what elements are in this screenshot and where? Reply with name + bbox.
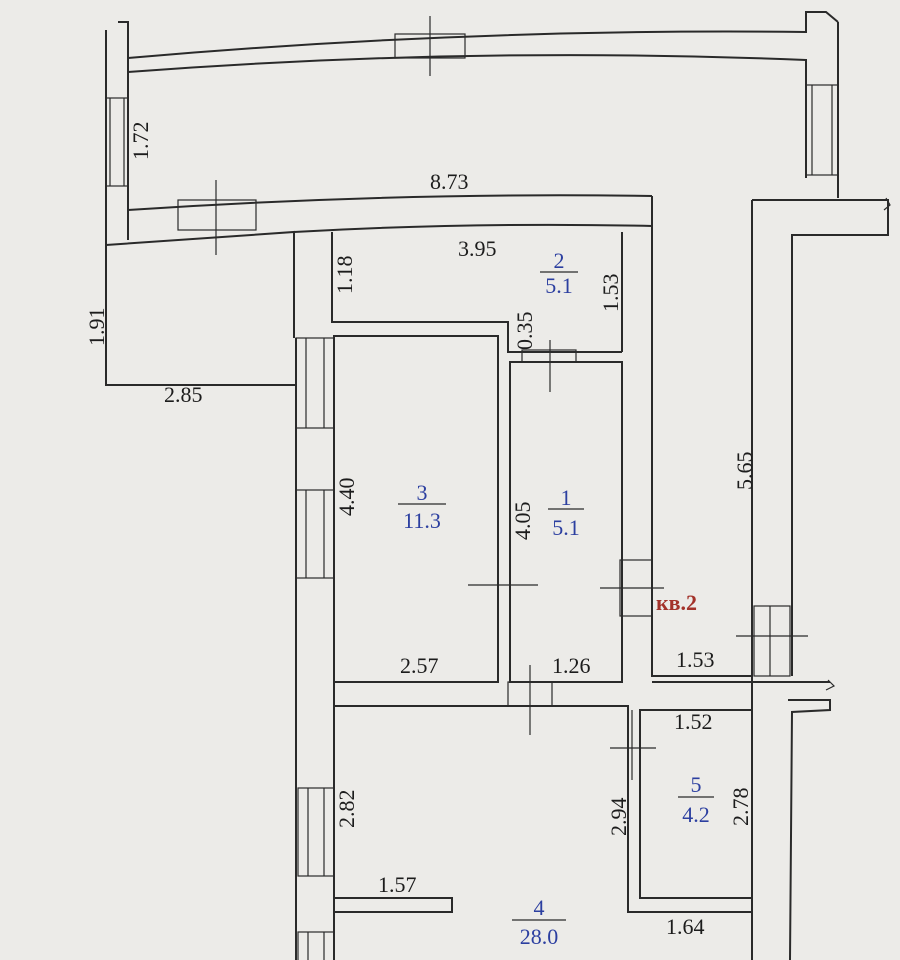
dim-1-18: 1.18 (332, 256, 357, 295)
room-5-number: 5 (691, 772, 702, 797)
room-4-number: 4 (534, 895, 545, 920)
dim-8-73: 8.73 (430, 169, 469, 194)
dim-1-53-top: 1.53 (598, 274, 623, 313)
room-5-area: 4.2 (682, 802, 710, 827)
apartment-label: кв.2 (656, 590, 697, 615)
room-3-number: 3 (417, 480, 428, 505)
dim-1-72: 1.72 (128, 122, 153, 161)
room-2-number: 2 (554, 248, 565, 273)
dim-2-94: 2.94 (606, 798, 631, 837)
room-2-area: 5.1 (545, 273, 573, 298)
dim-2-57: 2.57 (400, 653, 439, 678)
dim-1-26: 1.26 (552, 653, 591, 678)
dim-4-40: 4.40 (334, 478, 359, 517)
apartment-walls (105, 196, 891, 960)
dim-0-35: 0.35 (512, 312, 537, 351)
dim-2-82: 2.82 (334, 790, 359, 829)
room-labels: 2 5.1 3 11.3 1 5.1 5 4.2 4 28.0 кв.2 (398, 248, 714, 949)
dim-1-52: 1.52 (674, 709, 713, 734)
room-1-number: 1 (561, 485, 572, 510)
room-3-area: 11.3 (403, 508, 441, 533)
room-4-area: 28.0 (520, 924, 559, 949)
dim-3-95: 3.95 (458, 236, 497, 261)
dim-2-85: 2.85 (164, 382, 203, 407)
dim-1-64: 1.64 (666, 914, 705, 939)
dim-5-65: 5.65 (732, 452, 757, 491)
dim-2-78: 2.78 (728, 788, 753, 827)
dim-4-05: 4.05 (510, 502, 535, 541)
dimension-labels: 1.72 8.73 1.91 2.85 1.18 3.95 1.53 0.35 … (84, 122, 757, 940)
room-1-area: 5.1 (552, 515, 580, 540)
door-marks (468, 340, 808, 780)
dim-1-91: 1.91 (84, 308, 109, 347)
dim-1-53-bottom: 1.53 (676, 647, 715, 672)
dim-1-57: 1.57 (378, 872, 417, 897)
